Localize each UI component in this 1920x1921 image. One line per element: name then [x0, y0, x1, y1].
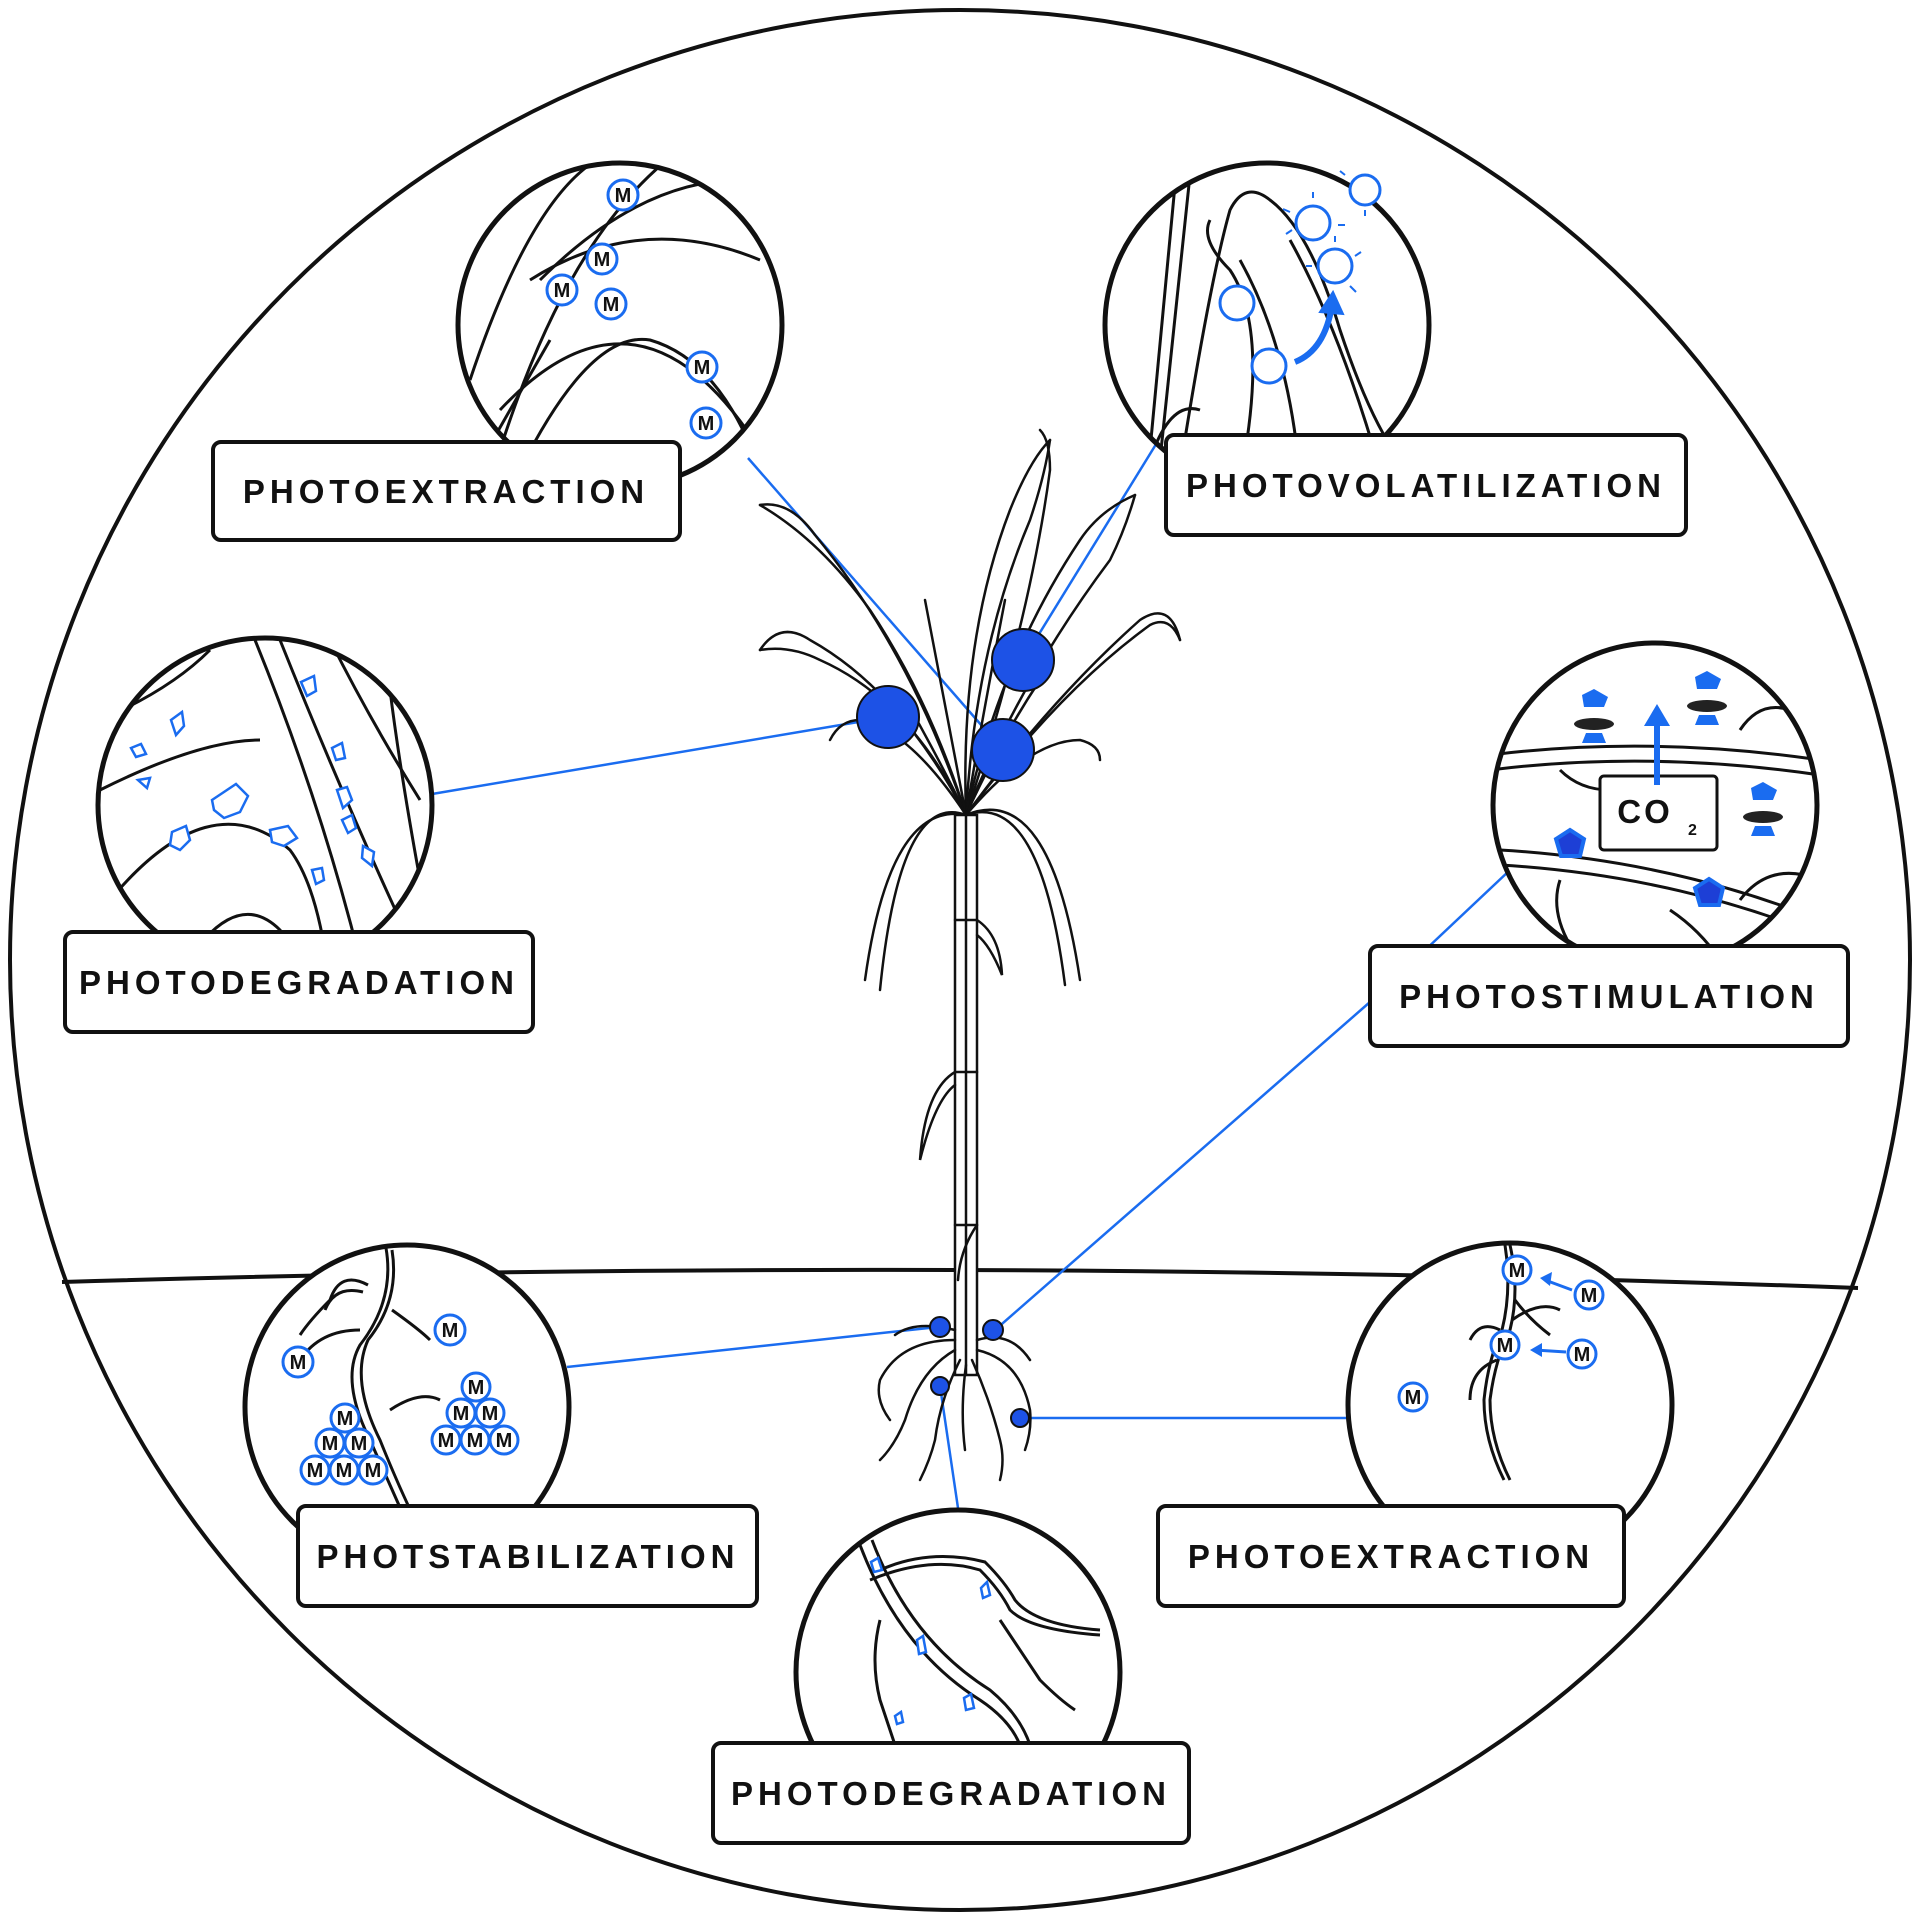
zoom-circle-photstabilization: M M M M M M M M M M M M M M [242, 1242, 572, 1572]
svg-text:M: M [438, 1430, 455, 1452]
label-box-photstabilization: PHOTSTABILIZATION [296, 1504, 759, 1608]
marker-leaf-top-right [991, 628, 1055, 692]
label-box-photodegradation-left: PHOTODEGRADATION [63, 930, 535, 1034]
svg-text:PHOTOEXTRACTION: PHOTOEXTRACTION [1188, 1538, 1594, 1575]
svg-text:PHOTOEXTRACTION: PHOTOEXTRACTION [243, 473, 649, 510]
svg-text:PHOTOVOLATILIZATION: PHOTOVOLATILIZATION [1186, 467, 1666, 504]
label-box-photoextraction-bottom: PHOTOEXTRACTION [1156, 1504, 1626, 1608]
volatile-molecules [1218, 170, 1382, 385]
svg-text:M: M [1581, 1285, 1598, 1307]
plant-markers [856, 628, 1055, 1428]
svg-text:M: M [1509, 1260, 1526, 1282]
svg-text:M: M [468, 1377, 485, 1399]
svg-text:2: 2 [1688, 822, 1697, 839]
svg-text:M: M [615, 185, 632, 207]
svg-text:M: M [1497, 1335, 1514, 1357]
zoom-circle-photoextraction-leaf: M M M M M M [455, 160, 785, 490]
zoom-circle-photostimulation: CO 2 [1490, 640, 1820, 970]
degrading-fragments-root [869, 1556, 992, 1726]
svg-text:M: M [453, 1403, 470, 1425]
marker-root-far-right [1010, 1408, 1030, 1428]
svg-text:M: M [1405, 1387, 1422, 1409]
stabilized-metal-ions: M M M M M M M M M M M M M M [281, 1313, 520, 1486]
svg-text:M: M [307, 1460, 324, 1482]
marker-leaf-mid [971, 718, 1035, 782]
degrading-fragments-left [129, 674, 376, 886]
svg-text:M: M [467, 1430, 484, 1452]
marker-root-bottom [930, 1376, 950, 1396]
label-box-photoextraction-top: PHOTOEXTRACTION [211, 440, 682, 542]
svg-text:M: M [322, 1433, 339, 1455]
svg-text:M: M [442, 1320, 459, 1342]
label-box-photodegradation-bottom: PHOTODEGRADATION [711, 1741, 1191, 1845]
zoom-circle-photoextraction-root: M M M M M [1345, 1240, 1675, 1570]
svg-text:M: M [351, 1433, 368, 1455]
marker-leaf-left [856, 685, 920, 749]
svg-text:M: M [594, 249, 611, 271]
svg-text:PHOTODEGRADATION: PHOTODEGRADATION [79, 964, 519, 1001]
svg-text:PHOTODEGRADATION: PHOTODEGRADATION [731, 1775, 1171, 1812]
label-box-photovolatilization: PHOTOVOLATILIZATION [1164, 433, 1688, 537]
marker-root-right [982, 1319, 1004, 1341]
svg-text:M: M [694, 357, 711, 379]
svg-text:M: M [290, 1352, 307, 1374]
svg-text:PHOTSTABILIZATION: PHOTSTABILIZATION [317, 1538, 740, 1575]
svg-text:M: M [336, 1460, 353, 1482]
svg-text:PHOTOSTIMULATION: PHOTOSTIMULATION [1399, 978, 1819, 1015]
svg-text:M: M [1574, 1344, 1591, 1366]
svg-text:M: M [603, 294, 620, 316]
svg-text:M: M [365, 1460, 382, 1482]
svg-text:CO: CO [1617, 793, 1673, 830]
svg-text:M: M [698, 413, 715, 435]
metal-uptake-ions: M M M M M [1397, 1254, 1605, 1413]
marker-root-left [929, 1316, 951, 1338]
metal-ions-leaf: M M M M M M [545, 178, 723, 440]
svg-text:M: M [554, 280, 571, 302]
svg-text:M: M [337, 1408, 354, 1430]
microbe-cells [1553, 671, 1783, 907]
svg-text:M: M [482, 1403, 499, 1425]
svg-text:M: M [496, 1430, 513, 1452]
co2-box: CO 2 [1598, 774, 1719, 852]
label-box-photostimulation: PHOTOSTIMULATION [1368, 944, 1850, 1048]
